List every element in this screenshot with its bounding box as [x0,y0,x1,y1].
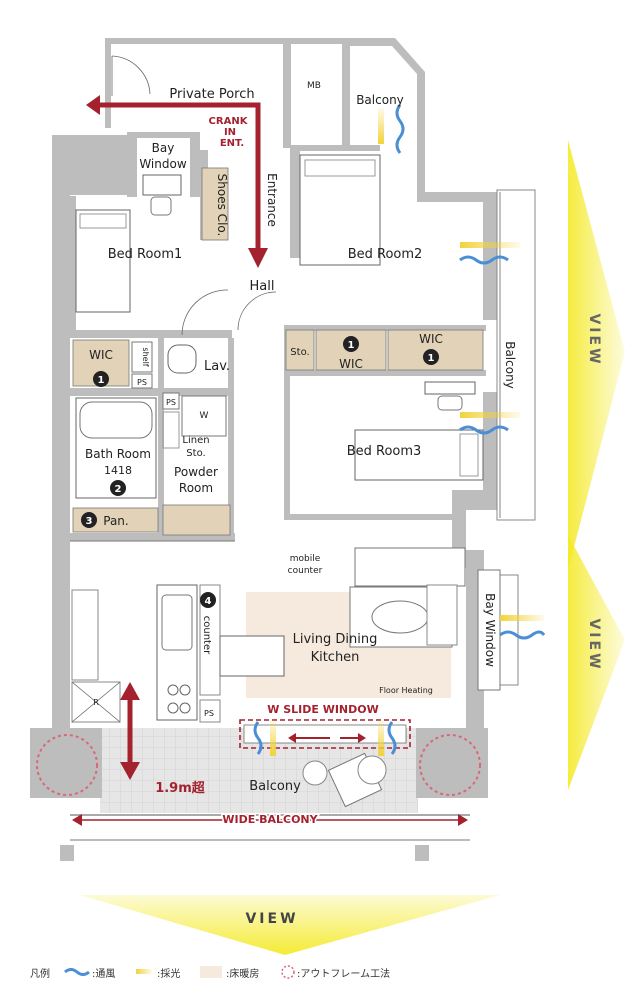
depth-arrow [120,682,140,780]
wind-light-marks [253,104,546,756]
legend-outframe-icon [281,965,295,979]
label-ps-bath: PS [166,398,176,407]
label-mb: MB [307,81,321,91]
view-label-bottom: VIEW [245,911,298,927]
label-w: W [200,411,209,421]
legend-title: 凡例 [30,967,50,980]
marker-3-pantry: 3 [81,512,97,528]
legend-outframe: :アウトフレーム工法 [297,967,390,980]
view-arrow-bottom: VIEW [80,895,500,955]
w-slide-window-box [239,719,411,749]
legend: 凡例 :通風 :採光 :床暖房 :アウトフレーム工法 [30,965,390,980]
marker-1-wic-mid: 1 [343,336,359,352]
label-balcony-top: Balcony [356,93,404,107]
view-label-right-upper: VIEW [586,313,602,366]
wide-balcony-arrow [72,814,468,826]
label-ldk-2: Kitchen [311,650,360,665]
label-linen-1: Linen [182,435,209,446]
label-crank-2: IN [224,127,236,138]
crank-entrance-arrow [86,95,268,268]
label-pantry: Pan. [103,514,128,528]
label-fridge: R [93,698,99,707]
label-bay-window-top-1: Bay [152,141,175,155]
legend-wind-icon [64,968,90,976]
label-w-slide-window: W SLIDE WINDOW [267,703,379,716]
svg-text:1: 1 [428,353,435,364]
label-balcony-bottom: Balcony [249,779,301,794]
bay-window-right-frame [499,574,519,686]
marker-1-wic-right: 1 [423,349,439,365]
label-bath-1: Bath Room [85,447,151,461]
label-ldk-1: Living Dining [293,632,378,647]
label-ps-left: PS [137,378,147,387]
label-crank-3: ENT. [220,138,244,149]
label-bed-room1: Bed Room1 [108,247,183,262]
label-linen-2: Sto. [186,448,205,459]
legend-floor-heating: :床暖房 [226,967,259,980]
outframe-column-right [419,734,481,796]
view-arrow-right-upper: VIEW [568,140,625,570]
label-mobile-1: mobile [290,554,321,564]
label-crank-1: CRANK [209,116,249,127]
label-counter: counter [201,616,212,655]
storage-boxes [72,167,484,536]
balcony-right-area [496,189,536,521]
label-bed-room2: Bed Room2 [348,247,423,262]
label-sto: Sto. [290,347,309,358]
svg-text:1: 1 [98,375,105,386]
label-lav: Lav. [204,359,230,374]
w-slide-arrows [288,733,366,743]
label-depth-note: 1.9m超 [155,780,206,796]
legend-light-icon [136,969,152,974]
marker-1-wic-left: 1 [93,371,109,387]
label-wic-right: WIC [419,332,443,346]
label-wic-left: WIC [89,348,113,362]
label-bay-window-right: Bay Window [483,593,497,667]
legend-floor-heating-icon [200,966,222,978]
label-wic-mid: WIC [339,357,363,371]
svg-text:1: 1 [348,340,355,351]
label-bed-room3: Bed Room3 [347,444,422,459]
legend-ventilation: :通風 [92,968,115,980]
label-shoes-closet: Shoes Clo. [215,174,229,237]
svg-text:4: 4 [205,596,212,607]
label-bath-2: 1418 [104,464,132,477]
label-balcony-right: Balcony [503,341,517,389]
label-wide-balcony: WIDE BALCONY [222,813,318,826]
label-powder-2: Room [179,481,213,495]
bed2 [299,154,381,266]
svg-text:2: 2 [115,484,122,495]
view-arrow-right-lower: VIEW [568,535,625,790]
bed1 [75,209,131,313]
walls [30,38,497,861]
label-mobile-2: counter [288,566,323,576]
bed3 [354,429,484,481]
outframe-column-left [36,734,98,796]
label-shelf: shelf [141,347,150,366]
legend-daylight: :採光 [157,967,180,980]
view-label-right-lower: VIEW [586,618,602,671]
label-ps-kitchen: PS [204,709,214,718]
label-bay-window-top-2: Window [139,157,187,171]
label-private-porch: Private Porch [169,87,254,102]
kitchen-counter [156,584,198,721]
room-labels: Private Porch MB Balcony CRANK IN ENT. B… [85,81,517,828]
svg-text:3: 3 [86,516,93,527]
marker-4-counter: 4 [200,592,216,608]
label-floor-heating: Floor Heating [379,686,433,695]
label-powder-1: Powder [174,465,218,479]
marker-2-bath: 2 [110,480,126,496]
label-entrance: Entrance [265,173,279,227]
label-hall: Hall [250,279,275,294]
